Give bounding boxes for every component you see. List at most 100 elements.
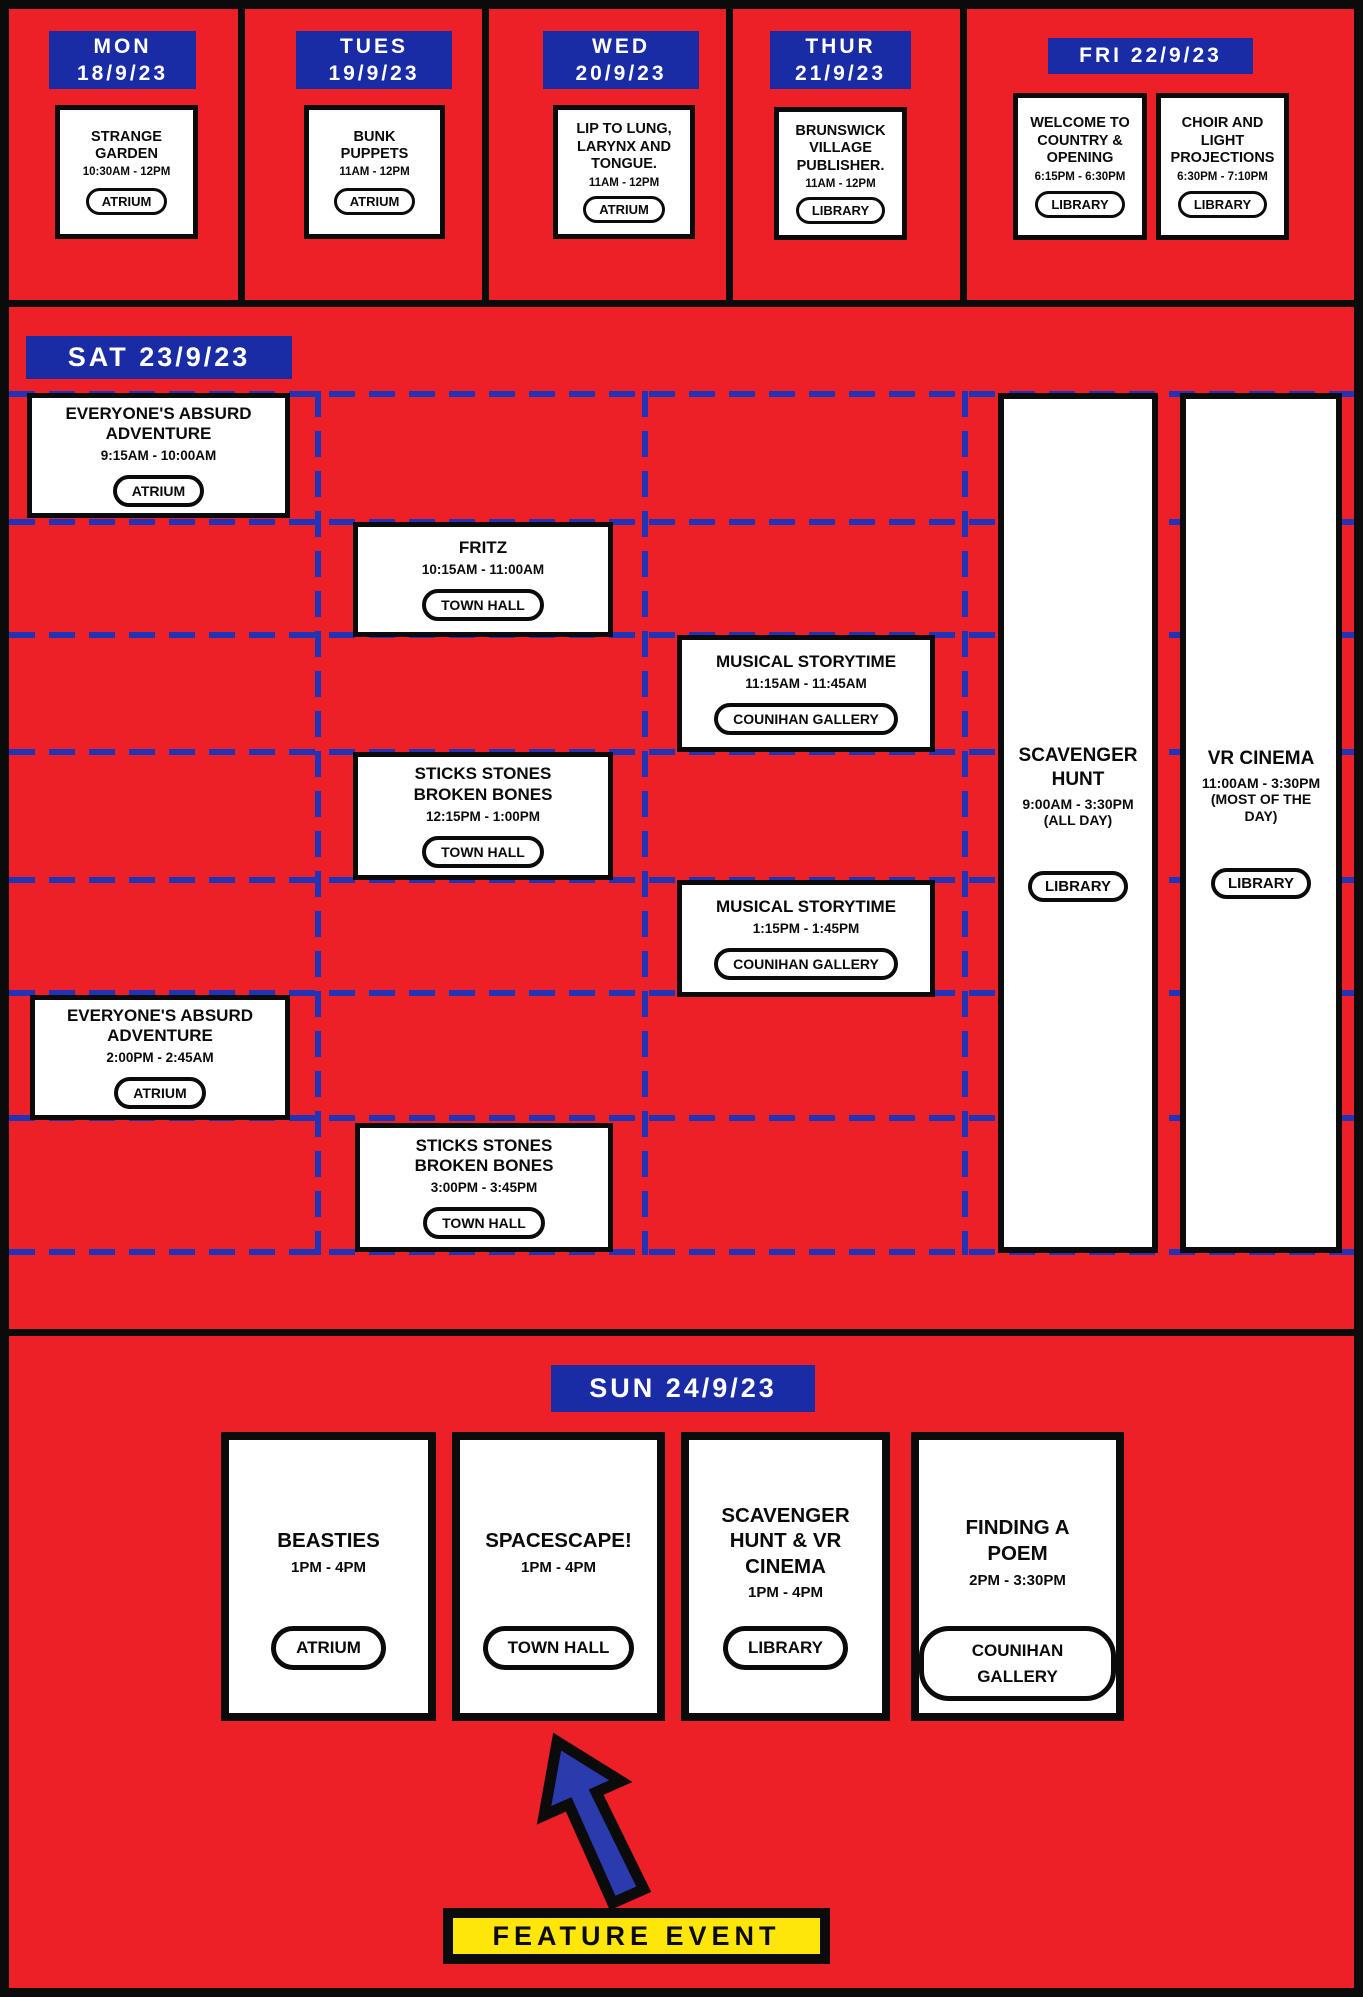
day-header-mon: MON 18/9/23 [49,31,196,89]
column-divider [482,0,489,307]
event-title: EVERYONE'S ABSURD ADVENTURE [65,403,252,443]
event-time: 3:00PM - 3:45PM [430,1180,538,1196]
venue-pill: LIBRARY [1210,867,1312,899]
grid-line-v [962,391,968,1255]
day-header-tues: TUES 19/9/23 [296,31,452,89]
date-label: 19/9/23 [328,62,420,85]
event-card-vr-cinema-allday: VR CINEMA 11:00AM - 3:30PM (MOST OF THE … [1180,393,1342,1253]
day-label: TUES [339,34,408,58]
event-card-bunk-puppets: BUNK PUPPETS 11AM - 12PM ATRIUM [304,105,445,239]
event-time: 9:15AM - 10:00AM [100,448,217,464]
event-time: 1:15PM - 1:45PM [752,921,860,937]
event-title: STICKS STONES BROKEN BONES [413,764,553,804]
day-header-fri: FRI 22/9/23 [1048,38,1253,74]
event-note: (MOST OF THE DAY) [1210,790,1312,825]
venue-pill: TOWN HALL [422,589,544,622]
column-divider [960,0,967,307]
event-note: (ALL DAY) [1043,811,1113,828]
event-card-finding-a-poem: FINDING A POEM 2PM - 3:30PM COUNIHAN GAL… [911,1432,1124,1721]
day-header-sun: SUN 24/9/23 [551,1365,815,1412]
venue-pill: ATRIUM [333,188,416,216]
grid-line-h [9,391,1354,397]
venue-pill: LIBRARY [1035,190,1125,218]
venue-pill: TOWN HALL [482,1626,635,1670]
event-card-spacescape: SPACESCAPE! 1PM - 4PM TOWN HALL [452,1432,665,1721]
event-card-everyones-absurd-2: EVERYONE'S ABSURD ADVENTURE 2:00PM - 2:4… [30,995,290,1120]
date-label: 21/9/23 [794,62,887,85]
event-time: 10:30AM - 12PM [82,166,171,179]
venue-pill: ATRIUM [114,1077,206,1110]
event-card-brunswick-village-publisher: BRUNSWICK VILLAGE PUBLISHER. 11AM - 12PM… [774,107,907,240]
grid-line-h [9,749,1354,755]
section-divider-sat [0,1329,1363,1336]
section-divider-top [0,300,1363,307]
event-title: WELCOME TO COUNTRY & OPENING [1030,115,1130,167]
event-title: MUSICAL STORYTIME [715,896,897,916]
event-time: 2PM - 3:30PM [969,1571,1066,1589]
grid-line-h [9,519,1354,525]
venue-pill: TOWN HALL [423,1207,545,1240]
day-label: FRI 22/9/23 [1079,44,1222,67]
event-title: STRANGE GARDEN [91,128,162,162]
up-arrow-icon [536,1732,652,1911]
column-divider [238,0,245,307]
event-card-musical-storytime-1: MUSICAL STORYTIME 11:15AM - 11:45AM COUN… [677,635,935,752]
grid-line-h [9,1249,1354,1255]
venue-pill: LIBRARY [723,1626,848,1670]
event-time: 11:00AM - 3:30PM [1201,774,1321,791]
event-time: 12:15PM - 1:00PM [425,808,541,824]
grid-line-v [642,391,648,1255]
event-card-lip-to-lung: LIP TO LUNG, LARYNX AND TONGUE. 11AM - 1… [553,105,695,239]
event-card-welcome-to-country: WELCOME TO COUNTRY & OPENING 6:15PM - 6:… [1013,93,1147,240]
event-title: MUSICAL STORYTIME [715,651,897,671]
date-label: 18/9/23 [76,62,169,85]
venue-pill: COUNIHAN GALLERY [714,948,898,981]
venue-pill: ATRIUM [583,195,665,223]
day-header-sat: SAT 23/9/23 [26,336,292,379]
event-time: 11AM - 12PM [588,176,660,189]
event-title: SPACESCAPE! [485,1529,632,1553]
event-card-everyones-absurd-1: EVERYONE'S ABSURD ADVENTURE 9:15AM - 10:… [27,393,290,518]
event-card-fritz: FRITZ 10:15AM - 11:00AM TOWN HALL [353,522,613,637]
event-title: STICKS STONES BROKEN BONES [414,1135,554,1175]
day-header-thur: THUR 21/9/23 [770,31,911,89]
date-label: 20/9/23 [575,62,667,85]
venue-pill: TOWN HALL [422,835,544,868]
event-time: 10:15AM - 11:00AM [421,562,545,578]
event-time: 2:00PM - 2:45AM [106,1050,214,1066]
event-title: BUNK PUPPETS [340,128,409,162]
grid-line-h [9,1115,1354,1121]
event-time: 9:00AM - 3:30PM [1022,795,1134,812]
event-title: LIP TO LUNG, LARYNX AND TONGUE. [576,121,672,173]
event-time: 6:15PM - 6:30PM [1034,170,1126,183]
event-title: SCAVENGER HUNT [1018,745,1138,790]
feature-event-banner: FEATURE EVENT [443,1908,830,1964]
event-card-scavenger-hunt-allday: SCAVENGER HUNT 9:00AM - 3:30PM (ALL DAY)… [998,393,1158,1253]
day-label: WED [592,34,650,58]
day-label: SUN 24/9/23 [589,1373,777,1403]
event-card-beasties: BEASTIES 1PM - 4PM ATRIUM [221,1432,436,1721]
venue-pill: LIBRARY [1177,190,1268,218]
day-label: SAT 23/9/23 [67,342,251,372]
event-card-musical-storytime-2: MUSICAL STORYTIME 1:15PM - 1:45PM COUNIH… [677,880,935,997]
column-divider [726,0,733,307]
venue-pill: ATRIUM [85,188,168,216]
event-card-scavenger-vr-sunday: SCAVENGER HUNT & VR CINEMA 1PM - 4PM LIB… [681,1432,890,1721]
event-time: 1PM - 4PM [290,1558,366,1576]
event-time: 11:15AM - 11:45AM [745,676,867,692]
feature-arrow [498,1732,688,1912]
event-title: VR CINEMA [1207,748,1315,770]
event-card-sticks-stones-2: STICKS STONES BROKEN BONES 3:00PM - 3:45… [355,1123,613,1252]
event-time: 6:30PM - 7:10PM [1177,170,1268,183]
venue-pill: COUNIHAN GALLERY [714,703,898,736]
event-time: 11AM - 12PM [805,178,876,191]
event-time: 1PM - 4PM [747,1584,823,1602]
venue-pill: ATRIUM [112,475,205,508]
day-header-wed: WED 20/9/23 [543,31,699,89]
day-label: THUR [805,34,876,58]
event-title: FINDING A POEM [965,1516,1070,1565]
event-title: BRUNSWICK VILLAGE PUBLISHER. [795,122,886,174]
venue-pill: ATRIUM [271,1626,386,1670]
venue-pill: LIBRARY [795,197,886,225]
